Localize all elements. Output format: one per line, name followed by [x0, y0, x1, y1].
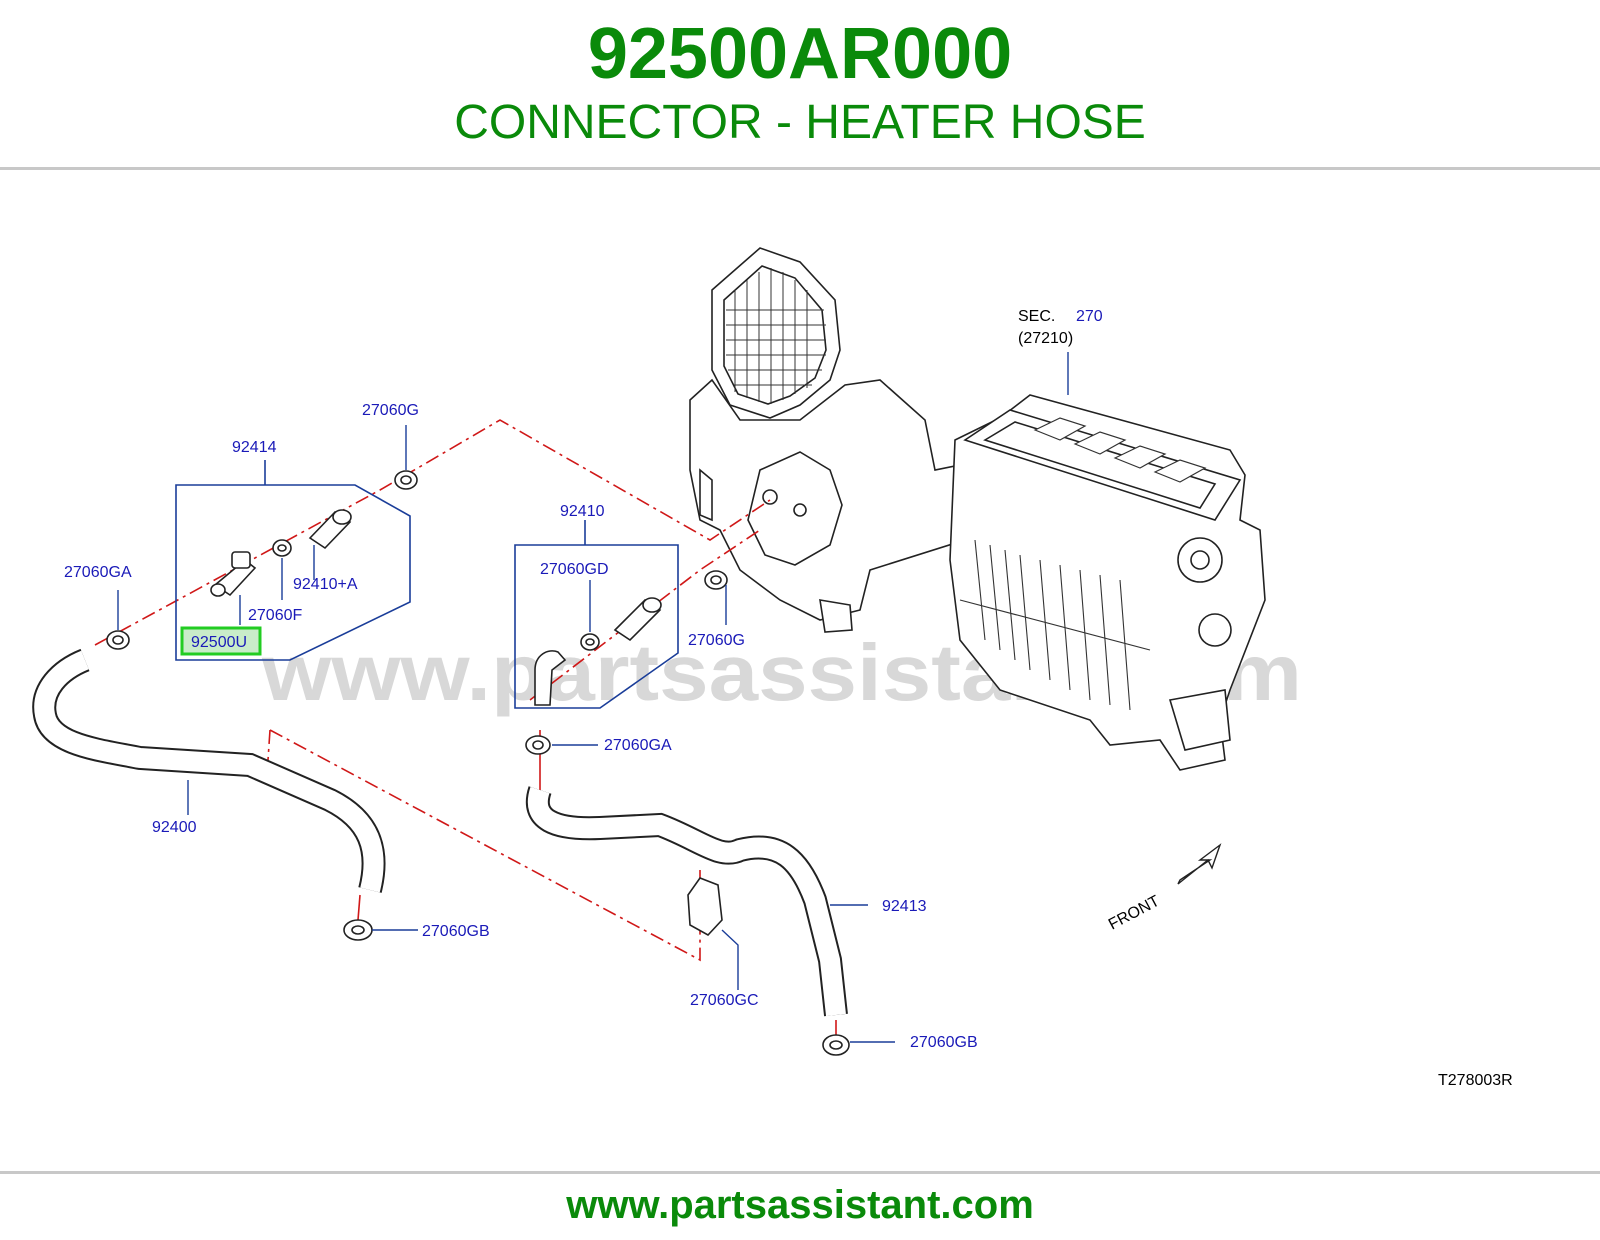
- label-sec-ref: (27210): [1018, 330, 1073, 347]
- label-27060GC[interactable]: 27060GC: [690, 992, 759, 1009]
- part-description: CONNECTOR - HEATER HOSE: [454, 96, 1146, 149]
- hose-92413: [525, 786, 848, 1017]
- label-27060GB-left[interactable]: 27060GB: [422, 923, 490, 940]
- label-92410A[interactable]: 92410+A: [293, 576, 358, 593]
- top-divider: [0, 167, 1600, 170]
- label-27060G-top[interactable]: 27060G: [362, 402, 419, 419]
- small-parts: [106, 470, 850, 1056]
- callout-box-92410: [514, 520, 679, 709]
- label-sec-number[interactable]: 270: [1076, 308, 1103, 325]
- label-27060GB-right[interactable]: 27060GB: [910, 1034, 978, 1051]
- bottom-divider: [0, 1171, 1600, 1174]
- label-92400[interactable]: 92400: [152, 819, 197, 836]
- label-92414[interactable]: 92414: [232, 439, 277, 456]
- hose-92400: [32, 648, 386, 893]
- label-27060GA-left[interactable]: 27060GA: [64, 564, 132, 581]
- header: 92500AR000 CONNECTOR - HEATER HOSE: [0, 0, 1600, 168]
- callout-box-92414: [175, 460, 411, 661]
- front-arrow-icon: [1177, 843, 1222, 885]
- label-27060GD[interactable]: 27060GD: [540, 561, 609, 578]
- label-27060GA-mid[interactable]: 27060GA: [604, 737, 672, 754]
- label-front: FRONT: [1106, 893, 1163, 934]
- leader-lines: [117, 352, 1069, 1043]
- highlight-box-92500U[interactable]: [180, 626, 262, 656]
- label-92410[interactable]: 92410: [560, 503, 605, 520]
- hvac-unit: [689, 247, 1266, 771]
- parts-diagram: www.partsassistant.com: [32, 247, 1513, 1089]
- centerlines-solid: [357, 730, 837, 1038]
- footer-url[interactable]: www.partsassistant.com: [566, 1183, 1034, 1227]
- drawing-code: T278003R: [1438, 1072, 1513, 1089]
- label-27060F[interactable]: 27060F: [248, 607, 302, 624]
- part-number-title: 92500AR000: [587, 14, 1013, 94]
- label-27060G-right[interactable]: 27060G: [688, 632, 745, 649]
- label-92413[interactable]: 92413: [882, 898, 927, 915]
- label-92500U[interactable]: 92500U: [191, 634, 247, 651]
- label-sec-prefix: SEC.: [1018, 308, 1055, 325]
